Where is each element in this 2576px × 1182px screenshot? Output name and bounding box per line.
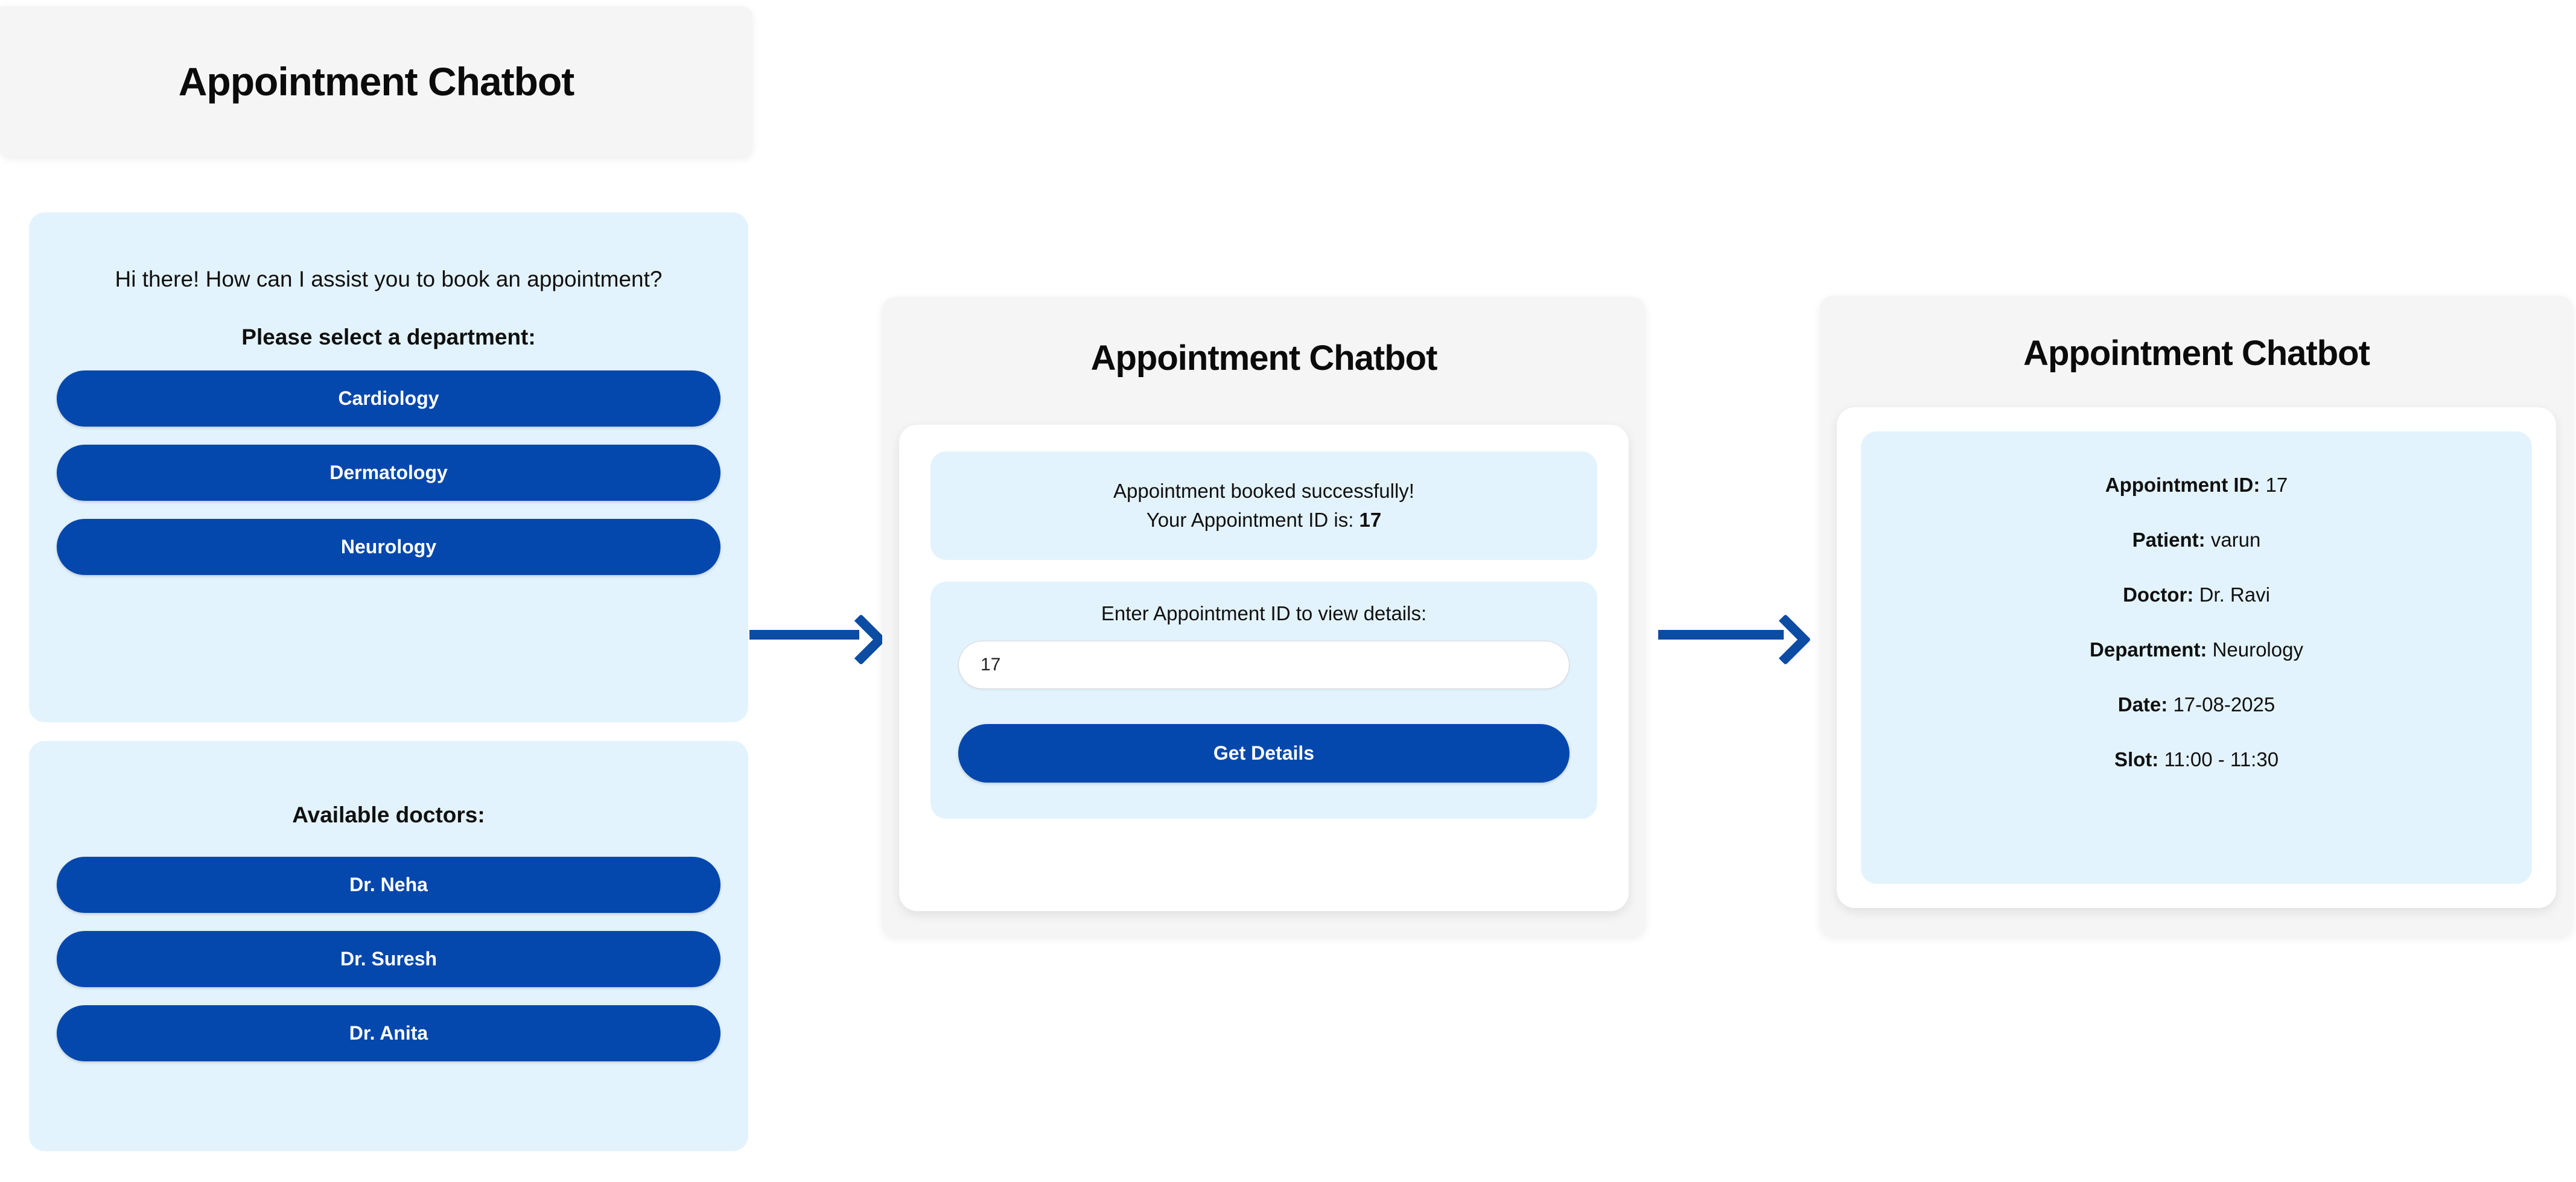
detail-value: Dr. Ravi — [2199, 583, 2270, 606]
page-title: Appointment Chatbot — [178, 59, 575, 104]
booking-id-line: Your Appointment ID is: 17 — [949, 506, 1579, 535]
booking-confirmation-bubble: Appointment booked successfully! Your Ap… — [930, 451, 1597, 560]
detail-label: Doctor: — [2123, 583, 2194, 606]
detail-row: Doctor: Dr. Ravi — [1885, 583, 2508, 606]
left-panel-header-bar: Appointment Chatbot — [0, 6, 752, 157]
detail-value: Neurology — [2212, 638, 2303, 661]
chat-greeting-text: Hi there! How can I assist you to book a… — [115, 267, 663, 291]
chat-bubble-departments: Hi there! How can I assist you to book a… — [29, 212, 748, 722]
chat-bubble-doctors: Available doctors: Dr. Neha Dr. Suresh D… — [29, 741, 748, 1151]
booking-card: Appointment booked successfully! Your Ap… — [899, 425, 1629, 911]
detail-row: Appointment ID: 17 — [1885, 474, 2508, 497]
booking-success-text: Appointment booked successfully! — [1113, 480, 1414, 502]
detail-value: 17-08-2025 — [2173, 693, 2275, 716]
detail-value: 17 — [2265, 474, 2288, 496]
detail-label: Department: — [2090, 638, 2207, 661]
arrow-right-icon — [1658, 614, 1811, 666]
doctor-button-anita[interactable]: Dr. Anita — [57, 1005, 720, 1061]
appointment-details-bubble: Appointment ID: 17 Patient: varun Doctor… — [1861, 431, 2532, 884]
arrow-head — [1760, 614, 1811, 666]
department-button-list: Cardiology Dermatology Neurology — [57, 370, 720, 576]
department-button-neurology[interactable]: Neurology — [57, 519, 720, 576]
right-panel: Appointment Chatbot Appointment ID: 17 P… — [1820, 296, 2573, 936]
detail-value: varun — [2210, 529, 2261, 551]
detail-row: Slot: 11:00 - 11:30 — [1885, 748, 2508, 771]
detail-row: Date: 17-08-2025 — [1885, 693, 2508, 716]
department-button-cardiology[interactable]: Cardiology — [57, 370, 720, 427]
available-doctors-label: Available doctors: — [292, 802, 485, 827]
page-title: Appointment Chatbot — [1090, 338, 1438, 378]
middle-panel: Appointment Chatbot Appointment booked s… — [882, 297, 1646, 936]
detail-label: Date: — [2117, 693, 2168, 716]
detail-row: Department: Neurology — [1885, 638, 2508, 661]
detail-label: Appointment ID: — [2105, 474, 2260, 496]
page-title: Appointment Chatbot — [2023, 334, 2370, 373]
arrow-right-icon — [749, 614, 887, 666]
detail-label: Slot: — [2114, 748, 2159, 771]
doctor-button-list: Dr. Neha Dr. Suresh Dr. Anita — [57, 857, 720, 1061]
doctor-button-neha[interactable]: Dr. Neha — [57, 857, 720, 913]
detail-label: Patient: — [2132, 529, 2206, 551]
booking-id-label: Your Appointment ID is: — [1146, 508, 1354, 531]
arrow-head — [835, 614, 887, 666]
department-button-dermatology[interactable]: Dermatology — [57, 445, 720, 501]
doctor-button-suresh[interactable]: Dr. Suresh — [57, 931, 720, 987]
arrow-shaft — [749, 630, 859, 640]
details-card: Appointment ID: 17 Patient: varun Doctor… — [1837, 407, 2556, 908]
booking-id-value: 17 — [1359, 508, 1382, 531]
lookup-bubble: Enter Appointment ID to view details: Ge… — [930, 581, 1597, 819]
department-prompt-text: Please select a department: — [241, 325, 536, 350]
lookup-instruction-label: Enter Appointment ID to view details: — [1101, 602, 1427, 624]
detail-row: Patient: varun — [1885, 529, 2508, 551]
detail-value: 11:00 - 11:30 — [2164, 748, 2279, 771]
get-details-button[interactable]: Get Details — [958, 723, 1569, 783]
appointment-id-input[interactable] — [958, 640, 1569, 689]
arrow-shaft — [1658, 630, 1784, 640]
